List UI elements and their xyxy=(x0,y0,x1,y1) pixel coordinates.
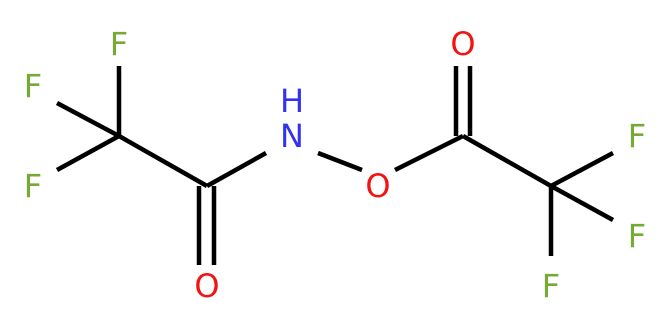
bond-o-c3 xyxy=(393,133,465,173)
bond-c2-n xyxy=(205,151,268,188)
atom-labels: F F F H N O O O F F F xyxy=(24,25,646,305)
bond-c1-f-left xyxy=(55,101,121,138)
bond-c1-f-bottom xyxy=(55,134,121,172)
atom-o-carbonyl-left: O xyxy=(194,267,219,305)
atom-f-1: F xyxy=(110,25,128,63)
atom-f-4: F xyxy=(628,117,646,155)
atom-f-3: F xyxy=(24,167,42,205)
bond-c1-c2 xyxy=(117,134,209,188)
atom-f-5: F xyxy=(628,217,646,255)
bond-n-o xyxy=(317,150,363,173)
atom-o-ester: O xyxy=(365,167,390,205)
atom-f-2: F xyxy=(24,67,42,105)
atom-n: N xyxy=(280,117,304,155)
atom-h-on-n: H xyxy=(280,82,304,120)
bond-c4-f-right xyxy=(549,184,615,222)
atom-f-6: F xyxy=(542,267,560,305)
bond-c4-f-top xyxy=(549,151,615,188)
bond-c3-c4 xyxy=(461,134,553,188)
bonds xyxy=(55,66,615,265)
atom-o-carbonyl-right: O xyxy=(450,25,475,63)
